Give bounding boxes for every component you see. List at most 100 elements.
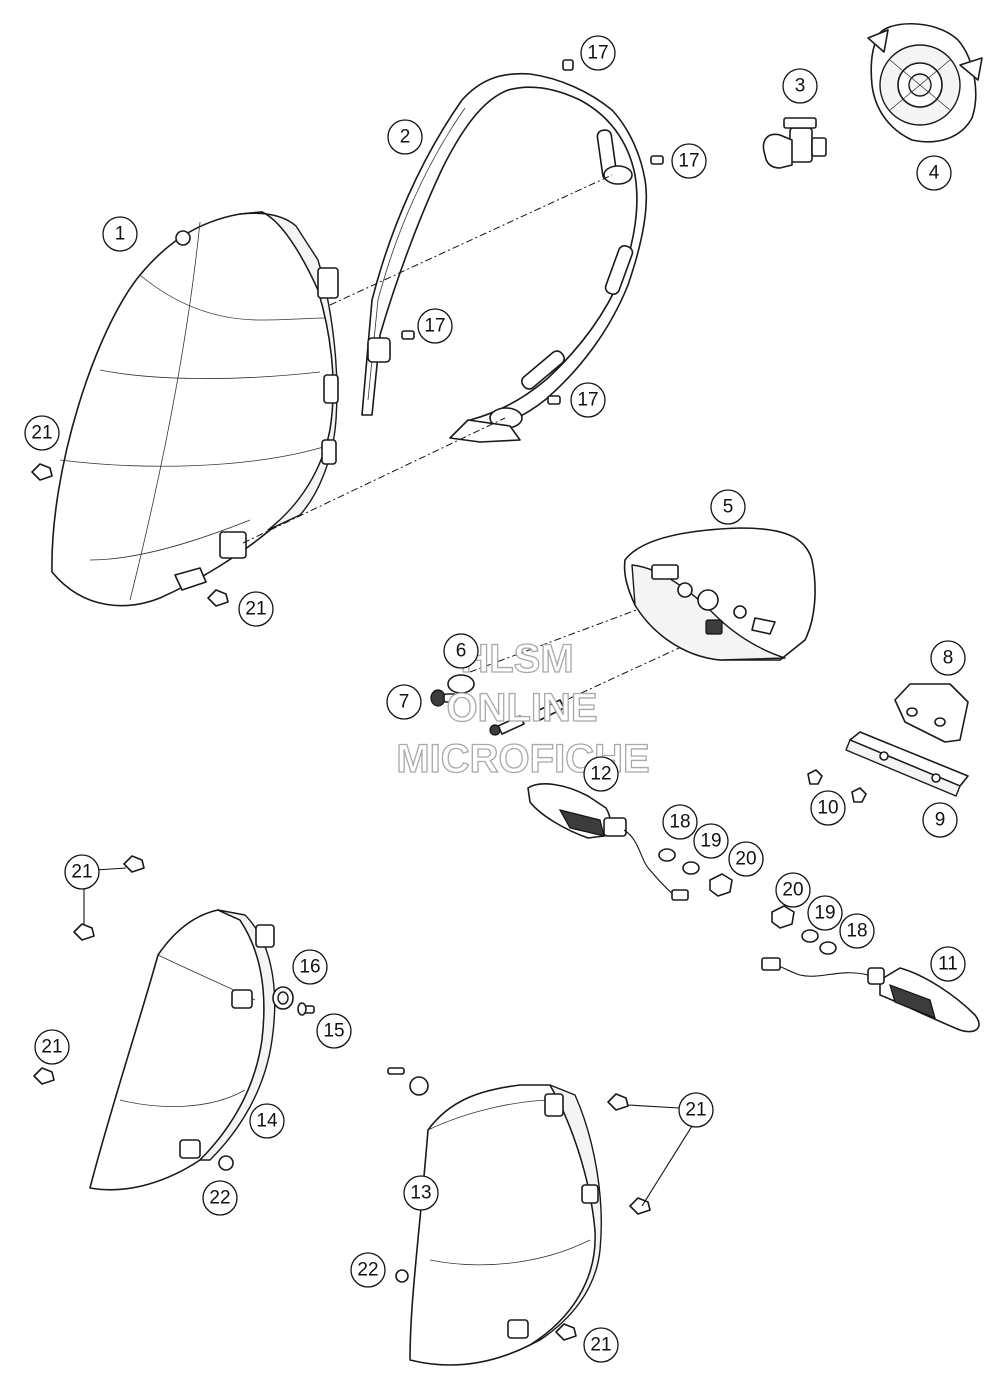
callout-14: 14 [249,1103,285,1139]
callout-20: 20 [775,872,811,908]
callout-label: 13 [410,1183,431,1204]
cover-cap-part-4 [867,22,983,143]
grommet-part-13 [387,1067,429,1096]
side-light-part-13 [409,1084,602,1366]
callout-21: 21 [678,1092,714,1128]
assembly-line [329,174,613,306]
grommet-part-16 [272,986,294,1010]
bracket-part-2 [361,72,648,443]
callout-21: 21 [24,415,60,451]
washer-part-19b [801,929,819,943]
turn-signal-part-12 [527,783,689,901]
watermark-line-1: HLSM [460,637,573,681]
callout-16: 16 [292,949,328,985]
callout-label: 3 [795,76,806,97]
nut-part-10 [807,769,867,803]
watermark: HLSM ONLINE MICROFICHE [396,636,651,781]
callout-label: 12 [590,764,611,785]
callout-5: 5 [710,489,746,525]
washer-part-18b [819,941,837,955]
callout-label: 11 [938,954,958,975]
callout-label: 22 [209,1188,230,1209]
clip-part-21 [31,463,651,1341]
callout-label: 20 [735,849,756,870]
callout-19: 19 [693,823,729,859]
callout-11: 11 [930,946,966,982]
callout-21: 21 [64,854,100,890]
callout-label: 21 [685,1100,706,1121]
callout-label: 22 [357,1260,378,1281]
callout-17: 17 [417,308,453,344]
callout-22: 22 [202,1180,238,1216]
callout-label: 7 [399,692,410,713]
callout-label: 21 [71,862,92,883]
washer-part-6 [447,674,475,694]
washer-part-18a [658,848,676,862]
callout-label: 8 [943,648,954,669]
callout-label: 6 [456,641,467,662]
callout-label: 19 [814,903,835,924]
callout-1: 1 [102,216,138,252]
callout-label: 21 [245,599,266,620]
callout-22: 22 [350,1252,386,1288]
screw-part-7 [430,689,457,707]
callout-label: 4 [929,163,940,184]
callout-17: 17 [570,382,606,418]
callout-label: 1 [115,224,126,245]
callout-label: 17 [577,390,598,411]
callout-21: 21 [238,591,274,627]
callout-15: 15 [316,1013,352,1049]
callout-13: 13 [403,1175,439,1211]
callout-9: 9 [922,802,958,838]
callout-18: 18 [839,913,875,949]
callout-12: 12 [583,756,619,792]
callout-label: 5 [723,497,734,518]
callout-label: 18 [669,812,690,833]
callout-label: 17 [424,316,445,337]
screw-part-17 [401,59,664,405]
callout-label: 19 [700,831,721,852]
watermark-line-3: MICROFICHE [396,737,649,781]
plate-light-part-8 [894,683,969,743]
screw-part-15 [297,1002,315,1016]
callout-label: 15 [323,1021,344,1042]
nut-part-20b [771,905,795,929]
callout-label: 2 [400,127,411,148]
callout-label: 16 [299,957,320,978]
callout-17: 17 [580,35,616,71]
callout-10: 10 [810,790,846,826]
callout-label: 21 [41,1037,62,1058]
callout-label: 17 [587,43,608,64]
callout-label: 17 [678,151,699,172]
callout-21: 21 [34,1029,70,1065]
callout-2: 2 [387,119,423,155]
watermark-line-2: ONLINE [446,686,597,730]
headlight-part-1 [51,211,339,607]
callout-6: 6 [443,633,479,669]
nut-part-20a [709,873,733,897]
callout-label: 10 [817,798,838,819]
callout-19: 19 [807,895,843,931]
callout-20: 20 [728,841,764,877]
callout-4: 4 [916,155,952,191]
leader-line [627,1104,680,1109]
callout-label: 20 [782,880,803,901]
assembly-line [242,417,506,544]
callout-label: 18 [846,921,867,942]
callout-label: 21 [590,1335,611,1356]
callout-21: 21 [583,1327,619,1363]
connector-small [489,699,565,736]
callout-label: 21 [31,423,52,444]
callout-18: 18 [662,804,698,840]
plate-light-lens-part-9 [845,731,969,797]
callout-7: 7 [386,684,422,720]
leader-line [641,1125,693,1207]
callout-label: 14 [256,1111,278,1132]
callout-3: 3 [782,68,818,104]
callout-17: 17 [671,143,707,179]
tail-light-part-5 [623,527,816,661]
side-light-part-14 [89,909,276,1191]
callout-label: 9 [935,810,946,831]
screw-part-22b [395,1269,409,1283]
